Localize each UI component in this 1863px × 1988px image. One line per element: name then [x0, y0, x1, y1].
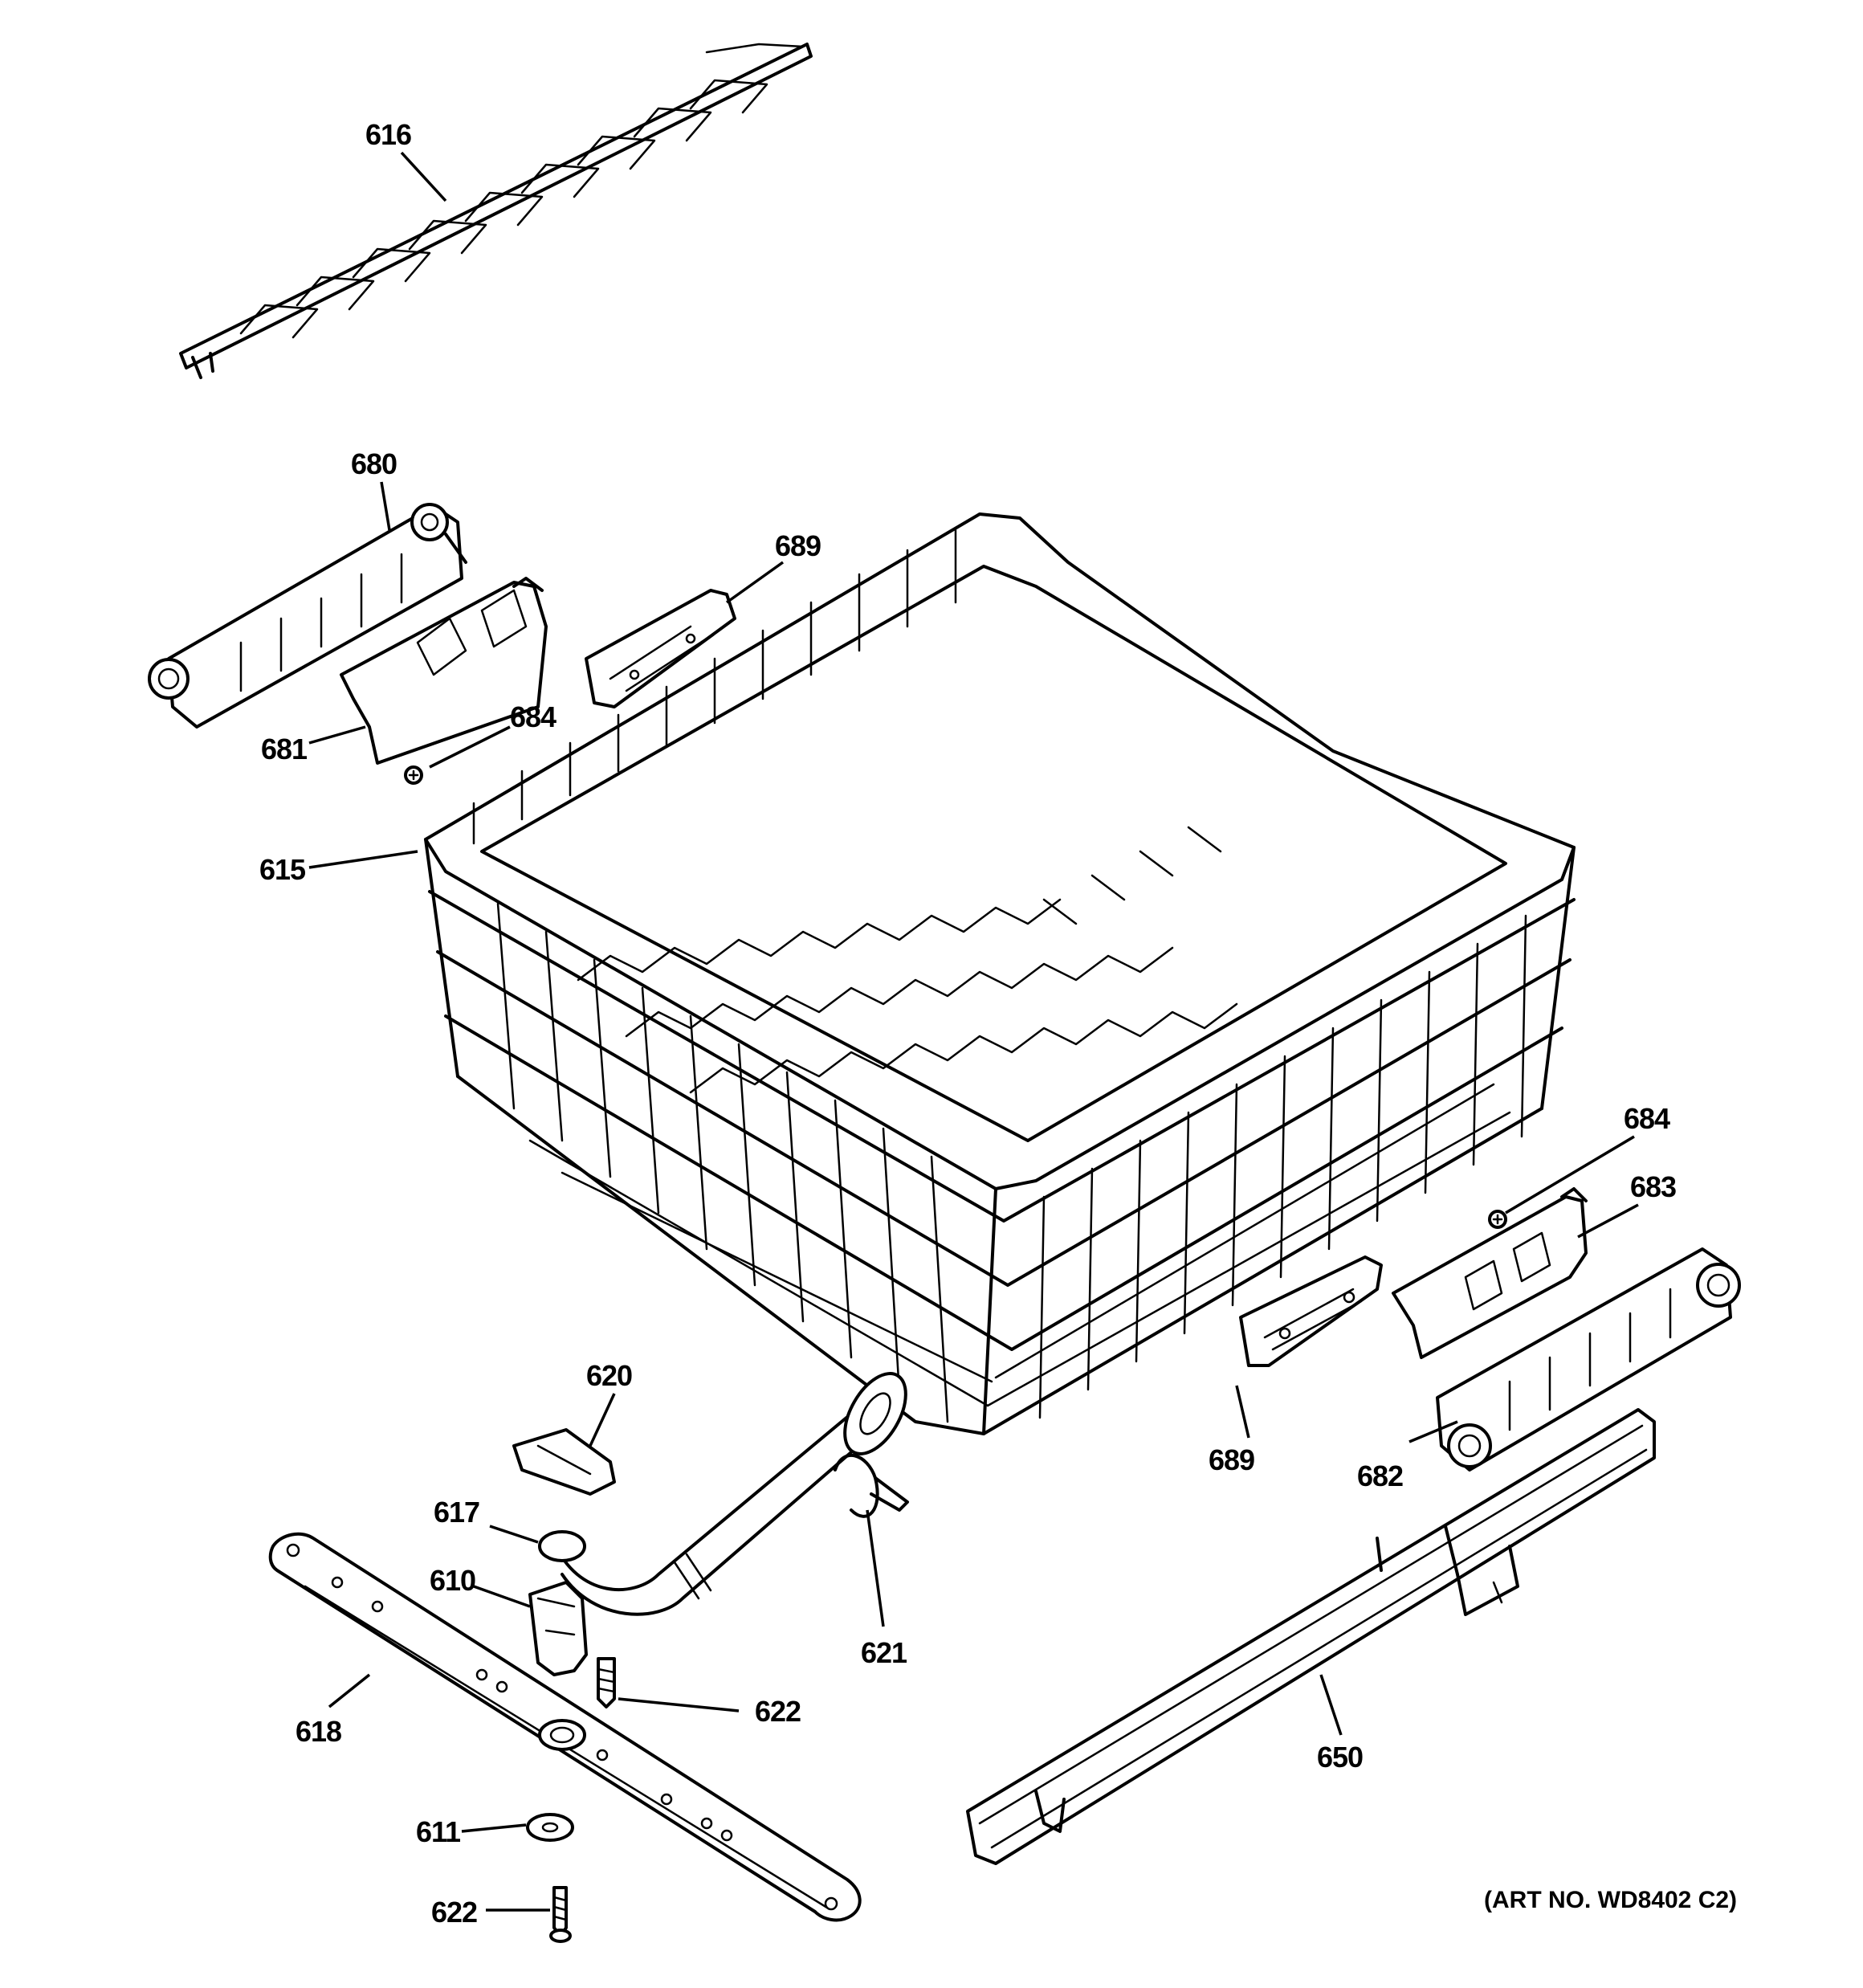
part-689-rack-cap-upper — [585, 589, 736, 708]
part-689-rack-cap-lower — [1239, 1255, 1383, 1367]
callout-610: 610 — [430, 1564, 475, 1597]
part-622-screw-upper — [597, 1657, 616, 1708]
callout-684-upper: 684 — [510, 700, 556, 733]
part-681-bracket — [340, 577, 548, 765]
part-683-bracket — [1392, 1187, 1588, 1359]
callout-684-lower: 684 — [1624, 1102, 1670, 1135]
part-615-upper-rack — [424, 512, 1576, 1435]
part-622-screw-lower — [549, 1886, 572, 1943]
part-620-clip — [512, 1428, 616, 1496]
callout-689-upper: 689 — [775, 529, 821, 562]
part-680-rack-adjuster — [148, 503, 467, 729]
callout-689-lower: 689 — [1209, 1443, 1254, 1476]
part-684-screw-upper — [404, 765, 423, 785]
art-number: (ART NO. WD8402 C2) — [1484, 1887, 1737, 1913]
part-616-tine-row — [179, 43, 813, 379]
part-682-rack-adjuster — [1436, 1247, 1741, 1472]
callout-683: 683 — [1630, 1170, 1676, 1203]
callout-615: 615 — [259, 853, 306, 886]
part-650-slide-rail — [966, 1408, 1656, 1865]
part-611-washer — [526, 1813, 574, 1842]
callout-650: 650 — [1317, 1741, 1363, 1774]
callout-620: 620 — [586, 1359, 632, 1392]
callout-labels: 616 680 689 681 684 615 684 683 620 689 … — [259, 118, 1677, 1929]
callout-611: 611 — [416, 1815, 461, 1848]
part-684-screw-lower — [1488, 1210, 1507, 1229]
callout-618: 618 — [296, 1715, 341, 1748]
callout-621: 621 — [861, 1636, 907, 1669]
callout-617: 617 — [434, 1496, 479, 1529]
callout-682: 682 — [1357, 1459, 1403, 1492]
callout-622-lower: 622 — [431, 1896, 477, 1929]
callout-680: 680 — [351, 447, 397, 480]
part-621-hose-clamp — [834, 1453, 909, 1518]
part-610-bearing — [528, 1581, 588, 1676]
leader-lines — [308, 151, 1639, 1912]
callout-616: 616 — [365, 118, 411, 151]
callout-681: 681 — [261, 733, 308, 765]
part-618-spray-arm — [268, 1532, 862, 1922]
callout-622-upper: 622 — [755, 1695, 801, 1728]
